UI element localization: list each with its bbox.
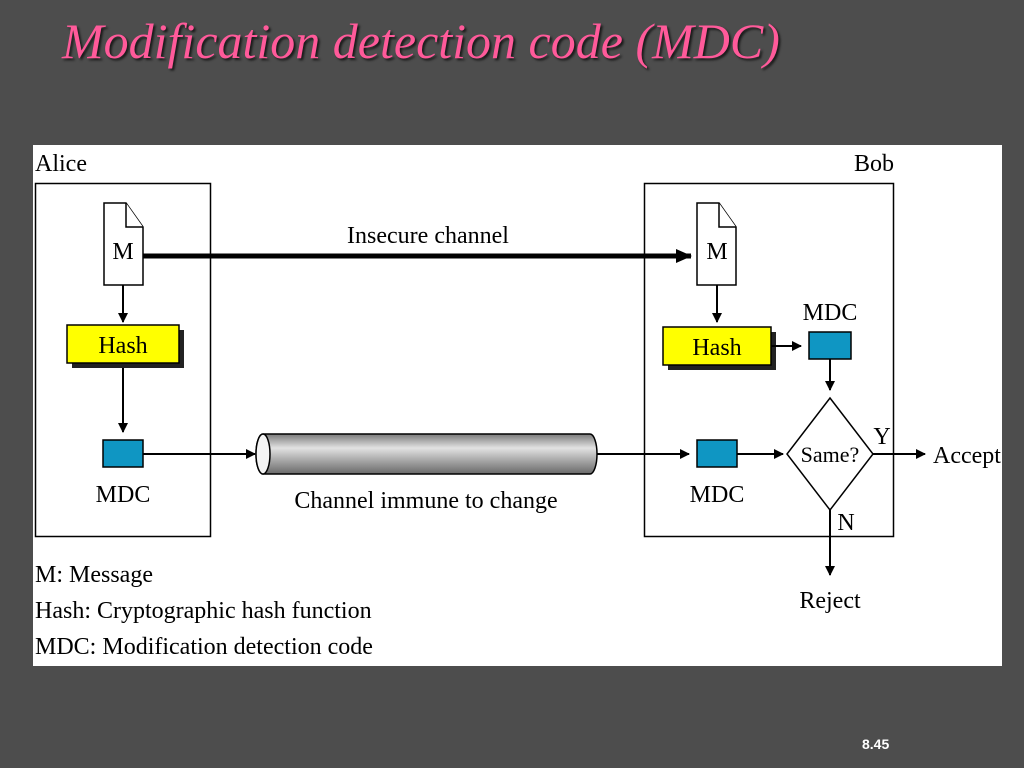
bob-hash-box: Hash: [662, 326, 776, 370]
no-label: N: [837, 510, 854, 536]
reject-label: Reject: [799, 588, 861, 614]
page-number: 8.45: [862, 736, 890, 752]
alice-box: [34, 182, 212, 538]
legend: M: Message Hash: Cryptographic hash func…: [35, 562, 373, 660]
mdc-diagram: Alice Bob M M Insecure channel Hash: [33, 145, 1002, 666]
bob-computed-mdc-block: [808, 331, 852, 360]
alice-message-document: M: [103, 202, 144, 286]
alice-hash-box: Hash: [66, 324, 184, 368]
mdc-diagram-svg: Alice Bob M M Insecure channel Hash: [34, 151, 1001, 660]
bob-box: [643, 182, 895, 538]
legend-item-hash: Hash: Cryptographic hash function: [35, 598, 372, 624]
bob-transmitted-mdc-label: MDC: [690, 482, 745, 508]
slide-title: Modification detection code (MDC): [62, 13, 780, 69]
bob-message-document: M: [696, 202, 737, 286]
bob-computed-mdc-label: MDC: [803, 300, 858, 326]
immune-channel-label: Channel immune to change: [294, 488, 557, 514]
bob-message-label: M: [706, 239, 727, 265]
alice-message-label: M: [112, 239, 133, 265]
legend-item-mdc: MDC: Modification detection code: [35, 634, 373, 660]
bob-hash-label: Hash: [692, 335, 741, 361]
immune-channel-pipe: [255, 433, 598, 475]
yes-label: Y: [873, 424, 890, 450]
alice-hash-label: Hash: [98, 333, 147, 359]
accept-label: Accept: [933, 443, 1001, 469]
legend-item-message: M: Message: [35, 562, 153, 588]
bob-transmitted-mdc-block: [696, 439, 738, 468]
alice-mdc-block: [102, 439, 144, 468]
insecure-channel-label: Insecure channel: [347, 223, 509, 249]
alice-mdc-label: MDC: [96, 482, 151, 508]
alice-label: Alice: [35, 151, 87, 177]
compare-label: Same?: [801, 442, 860, 467]
bob-label: Bob: [854, 151, 894, 177]
